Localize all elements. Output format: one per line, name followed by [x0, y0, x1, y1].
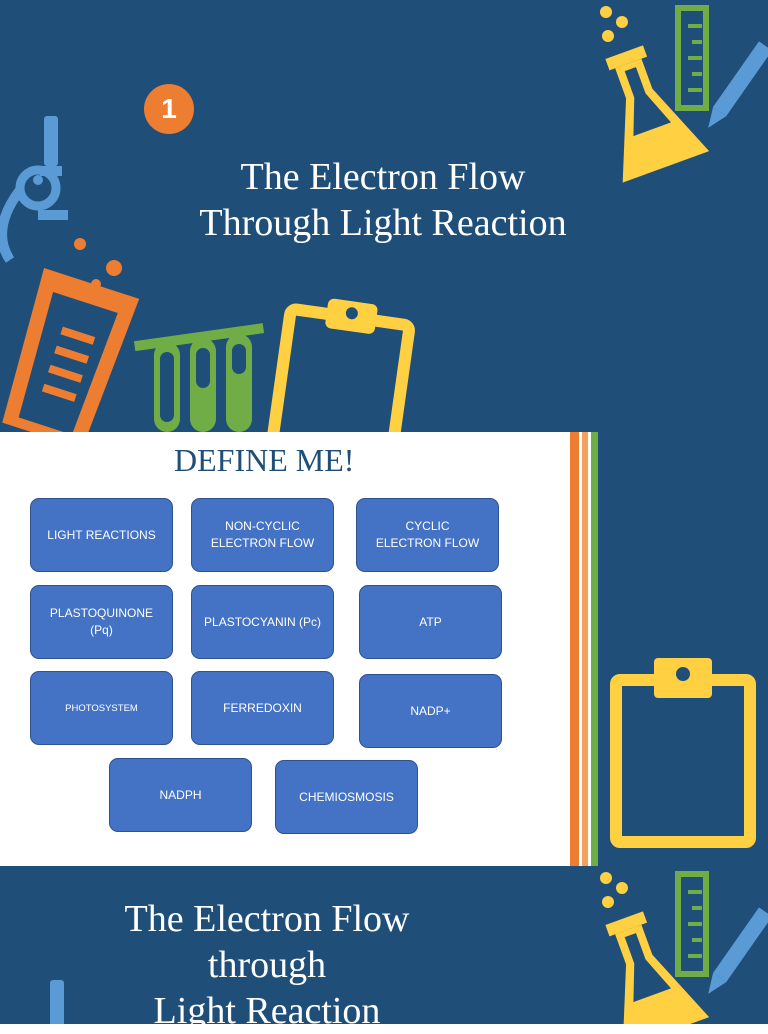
slide-title-2: The Electron Flow through Light Reaction	[82, 896, 452, 1034]
define-me-slide: DEFINE ME! LIGHT REACTIONS NON-CYCLIC EL…	[0, 432, 768, 866]
term-photosystem[interactable]: PHOTOSYSTEM	[30, 671, 173, 745]
term-ferredoxin[interactable]: FERREDOXIN	[191, 671, 334, 745]
term-chemiosmosis[interactable]: CHEMIOSMOSIS	[275, 760, 418, 834]
side-panel	[598, 432, 768, 866]
title-slide-2	[0, 866, 768, 1024]
microscope-icon	[50, 980, 64, 1024]
pencil-icon	[708, 41, 768, 128]
title-slide: 1 The Electron Flow Through Light Reacti…	[0, 0, 768, 432]
term-plastoquinone[interactable]: PLASTOQUINONE (Pq)	[30, 585, 173, 659]
stripe-white-2	[588, 432, 591, 866]
title-line: Light Reaction	[153, 990, 381, 1032]
slide-number-badge: 1	[144, 84, 194, 134]
term-cyclic-electron-flow[interactable]: CYCLIC ELECTRON FLOW	[356, 498, 499, 572]
term-plastocyanin[interactable]: PLASTOCYANIN (Pc)	[191, 585, 334, 659]
define-me-title: DEFINE ME!	[174, 442, 355, 478]
title-line: The Electron Flow	[240, 156, 526, 198]
title-line: Through Light Reaction	[199, 202, 567, 244]
test-tubes-icon	[133, 323, 265, 432]
clipboard-icon	[266, 298, 415, 432]
flask-icon	[600, 6, 710, 183]
term-light-reactions[interactable]: LIGHT REACTIONS	[30, 498, 173, 572]
flask-icon	[600, 872, 710, 1024]
stripe-orange-2	[582, 432, 588, 866]
ruler-icon	[675, 871, 709, 977]
pencil-icon	[708, 907, 768, 994]
ruler-icon	[675, 5, 709, 111]
slide-title: The Electron Flow Through Light Reaction	[150, 154, 616, 246]
title-line: through	[207, 944, 327, 986]
title-line: The Electron Flow	[124, 898, 410, 940]
microscope-icon	[0, 116, 68, 263]
term-non-cyclic-electron-flow[interactable]: NON-CYCLIC ELECTRON FLOW	[191, 498, 334, 572]
clipboard-icon	[610, 658, 756, 848]
beaker-icon	[2, 267, 140, 432]
term-nadph[interactable]: NADPH	[109, 758, 252, 832]
stripe-green	[591, 432, 598, 866]
stripe-white	[579, 432, 582, 866]
stripe-orange	[570, 432, 579, 866]
term-nadp-plus[interactable]: NADP+	[359, 674, 502, 748]
term-atp[interactable]: ATP	[359, 585, 502, 659]
